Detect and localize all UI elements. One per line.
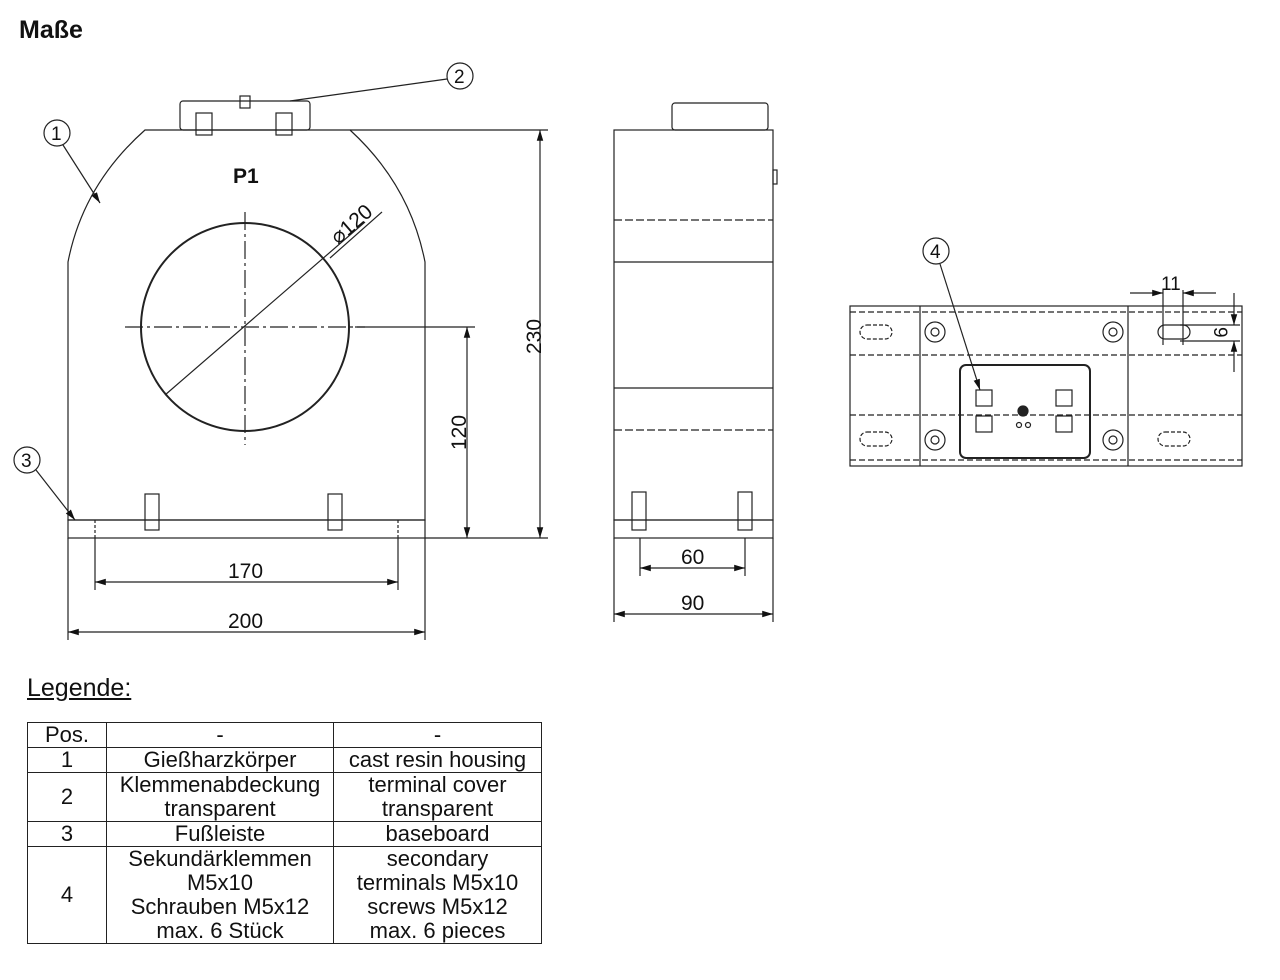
table-row: 3 Fußleiste baseboard bbox=[27, 821, 542, 847]
cell-line: Gießharzkörper bbox=[143, 747, 297, 772]
front-label: P1 bbox=[233, 165, 259, 188]
cell-line: baseboard bbox=[385, 821, 490, 846]
legend-title: Legende: bbox=[27, 674, 132, 702]
cell-line: secondary bbox=[386, 846, 489, 871]
balloon-2: 2 bbox=[454, 67, 465, 88]
cell-line: cast resin housing bbox=[348, 747, 527, 772]
cell-line: max. 6 pieces bbox=[369, 918, 506, 943]
table-row: 1 Gießharzkörper cast resin housing bbox=[27, 747, 542, 773]
dim-230: 230 bbox=[523, 319, 546, 354]
cell-line: M5x10 bbox=[186, 870, 254, 895]
legend-table: Pos. - - 1 Gießharzkörper cast resin hou… bbox=[27, 722, 542, 944]
cell-line: terminal cover bbox=[368, 772, 507, 797]
cell-pos: 4 bbox=[27, 846, 107, 944]
dim-9: 9 bbox=[1209, 327, 1230, 338]
balloon-4: 4 bbox=[930, 242, 941, 263]
side-view bbox=[613, 102, 778, 539]
cell-de: Fußleiste bbox=[106, 821, 334, 847]
dim-170: 170 bbox=[228, 560, 263, 583]
dim-200: 200 bbox=[228, 610, 263, 633]
dim-120: 120 bbox=[448, 415, 471, 450]
table-header-row: Pos. - - bbox=[27, 722, 542, 748]
cell-line: Schrauben M5x12 bbox=[130, 894, 310, 919]
cell-line: screws M5x12 bbox=[367, 894, 508, 919]
header-pos: Pos. bbox=[27, 722, 107, 748]
balloon-1: 1 bbox=[51, 124, 62, 145]
cell-line: max. 6 Stück bbox=[156, 918, 284, 943]
front-view bbox=[67, 95, 426, 539]
dim-diameter: ⌀120 bbox=[326, 200, 377, 249]
dim-11: 11 bbox=[1161, 274, 1181, 295]
cell-line: Sekundärklemmen bbox=[128, 846, 312, 871]
header-en: - bbox=[333, 722, 542, 748]
cell-en: baseboard bbox=[333, 821, 542, 847]
bottom-view bbox=[849, 305, 1243, 467]
header-de: - bbox=[106, 722, 334, 748]
cell-line: transparent bbox=[164, 796, 276, 821]
cell-line: transparent bbox=[381, 796, 494, 821]
cell-pos: 1 bbox=[27, 747, 107, 773]
cell-en: cast resin housing bbox=[333, 747, 542, 773]
page-title: Maße bbox=[19, 16, 83, 44]
cell-line: terminals M5x10 bbox=[356, 870, 519, 895]
balloon-3: 3 bbox=[21, 451, 32, 472]
dim-90: 90 bbox=[681, 592, 704, 615]
dim-60: 60 bbox=[681, 546, 704, 569]
cell-line: Fußleiste bbox=[174, 821, 266, 846]
cell-de: Gießharzkörper bbox=[106, 747, 334, 773]
cell-pos: 2 bbox=[27, 772, 107, 822]
cell-pos: 3 bbox=[27, 821, 107, 847]
cell-line: Klemmenabdeckung bbox=[119, 772, 321, 797]
